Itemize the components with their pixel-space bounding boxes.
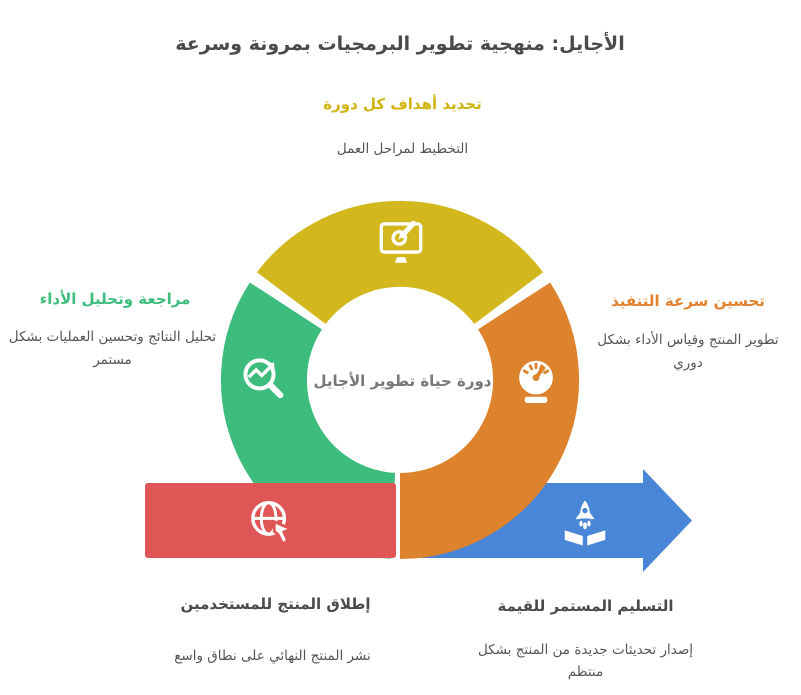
deliver-subtext-line1: إصدار تحديثات جديدة من المنتج بشكل [477, 642, 694, 658]
plan-heading: تحديد أهداف كل دورة [323, 95, 482, 113]
launch-heading: إطلاق المنتج للمستخدمين [180, 595, 371, 613]
deliver-subtext-line2: منتظم [567, 663, 604, 680]
execute-subtext: تطوير المنتج وقياس الأداء بشكل دوري [588, 329, 788, 375]
launch-band [145, 483, 396, 558]
execute-segment [398, 282, 580, 559]
review-heading: مراجعة وتحليل الأداء [39, 290, 191, 308]
trend-magnifier-icon [243, 358, 284, 399]
review-subtext-line2: مستمر [93, 351, 132, 368]
speedometer-icon [519, 360, 553, 403]
execute-heading: تحسين سرعة التنفيذ [611, 292, 765, 310]
diagram-title: الأجايل: منهجية تطوير البرمجيات بمرونة و… [175, 33, 625, 55]
plan-subtext: التخطيط لمراحل العمل [336, 141, 469, 157]
execute-subtext-line2: دوري [673, 354, 703, 371]
review-subtext-line1: تحليل النتائج وتحسين العمليات بشكل [8, 329, 217, 345]
deliver-heading: التسليم المستمر للقيمة [497, 597, 674, 615]
deliver-subtext: إصدار تحديثات جديدة من المنتج بشكل منتظم [473, 640, 698, 683]
rocket-box-icon [564, 500, 606, 546]
launch-subtext: نشر المنتج النهائي على نطاق واسع [174, 648, 371, 664]
review-subtext: تحليل النتائج وتحسين العمليات بشكل مستمر [0, 326, 225, 372]
execute-subtext-line1: تطوير المنتج وقياس الأداء بشكل [597, 332, 779, 348]
cycle-center-label: دورة حياة تطوير الأجايل [313, 372, 492, 390]
globe-cursor-icon [251, 500, 295, 546]
monitor-design-icon [379, 220, 423, 263]
